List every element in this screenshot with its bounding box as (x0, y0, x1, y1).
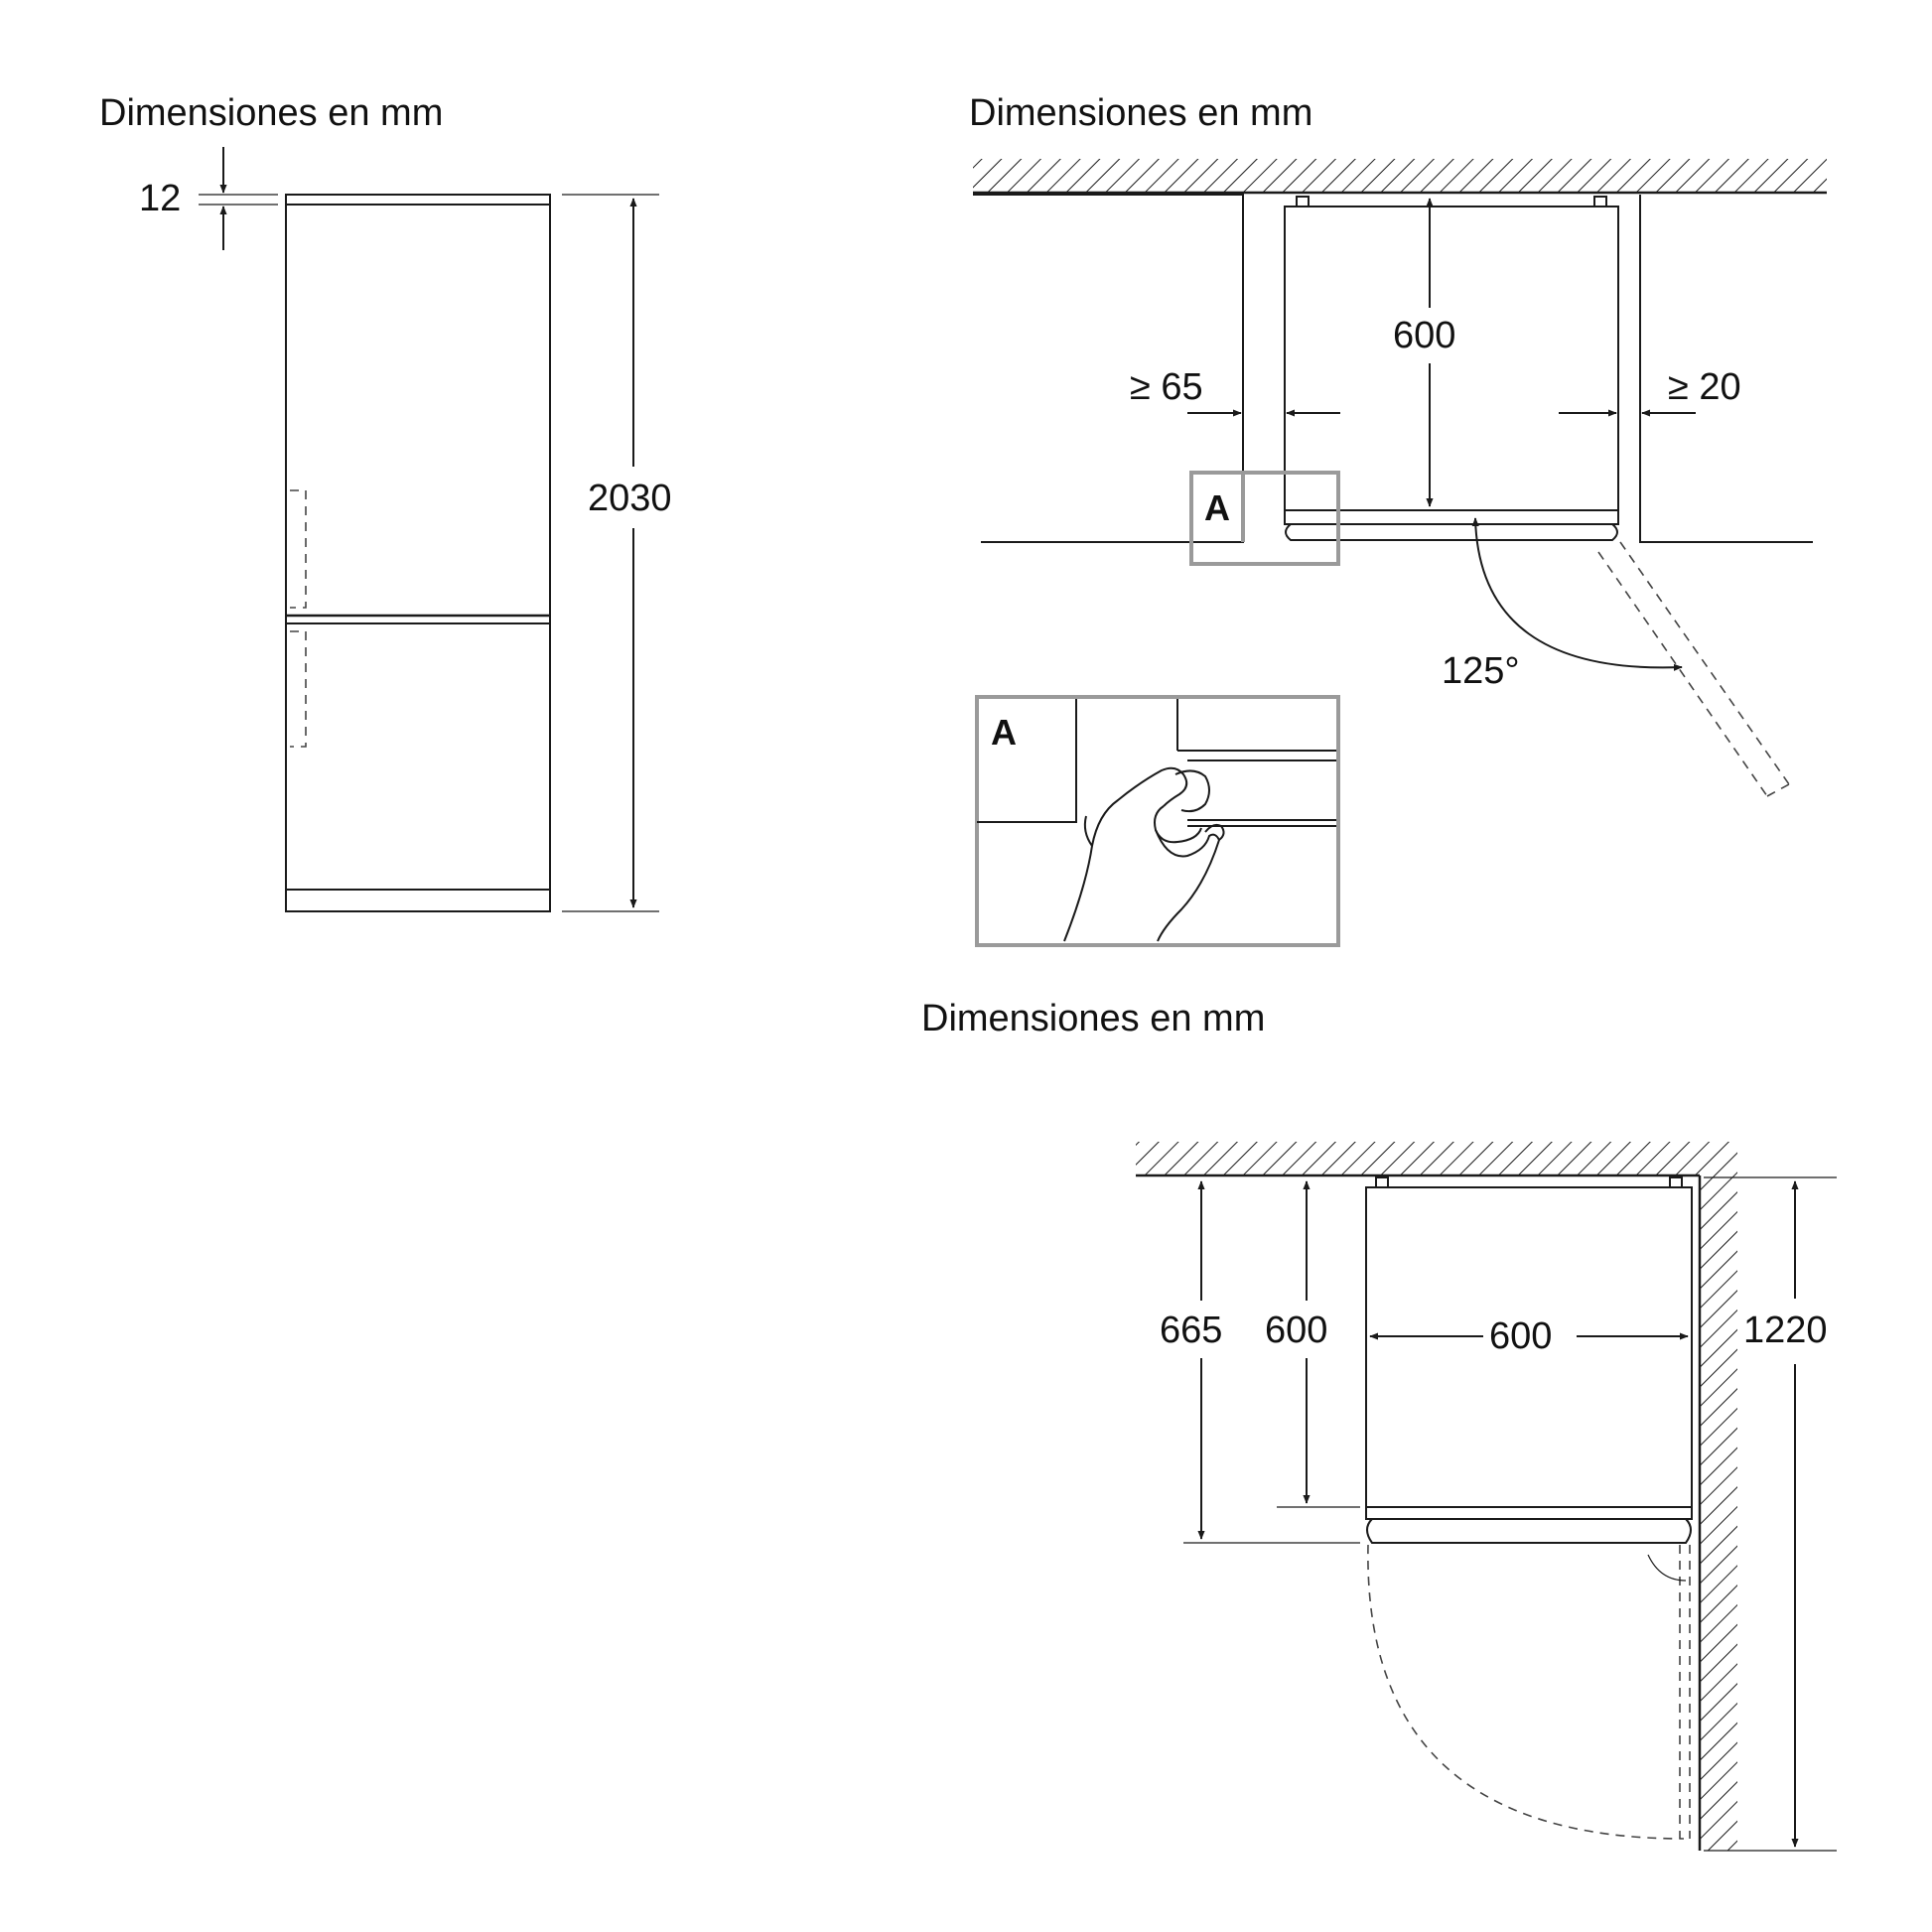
width-dimension: 600 (1369, 1315, 1689, 1357)
hand-icon (1063, 766, 1225, 942)
top-gap-label: 12 (139, 178, 181, 219)
detail-a-label: A (991, 712, 1017, 753)
left-clearance-dimension: ≥ 65 (1130, 366, 1340, 417)
total-depth-dimension: 665 (1160, 1180, 1360, 1544)
callout-a-box: A (1189, 471, 1340, 566)
body-depth-dimension: 600 (1265, 1180, 1360, 1508)
left-clearance-label: ≥ 65 (1130, 366, 1203, 408)
door-handles (290, 489, 307, 748)
door-sweep-dimension: 1220 (1704, 1176, 1837, 1852)
fridge-plan-outline (1284, 196, 1619, 541)
left-cabinet (973, 194, 1244, 543)
door-sweep-label: 1220 (1743, 1310, 1828, 1351)
door-angle-dimension: 125° (1442, 517, 1683, 692)
body-depth-label: 600 (1265, 1310, 1327, 1351)
front-view-title: Dimensiones en mm (99, 92, 443, 134)
height-label: 2030 (588, 478, 672, 519)
callout-a-label: A (1204, 487, 1230, 528)
fridge-corner-outline (1365, 1176, 1693, 1544)
width-label: 600 (1489, 1315, 1552, 1357)
door-angle-label: 125° (1442, 650, 1520, 692)
fridge-front-outline (285, 194, 551, 912)
height-dimension: 2030 (562, 194, 672, 912)
opened-door (1597, 541, 1790, 797)
front-view-panel: Dimensiones en mm 12 2030 (99, 92, 672, 912)
top-gap-dimension: 12 (139, 147, 278, 250)
side-wall (1698, 1175, 1737, 1851)
plan-view-title: Dimensiones en mm (969, 92, 1312, 134)
door-sweep-arc (1367, 1544, 1691, 1840)
depth-label: 600 (1393, 315, 1455, 356)
ceiling-wall (973, 159, 1827, 195)
back-wall (1136, 1142, 1737, 1177)
depth-dimension: 600 (1393, 198, 1455, 507)
total-depth-label: 665 (1160, 1310, 1222, 1351)
right-clearance-label: ≥ 20 (1668, 366, 1741, 408)
right-clearance-dimension: ≥ 20 (1559, 366, 1741, 417)
detail-a-inset: A (975, 695, 1340, 947)
corner-plan-title: Dimensiones en mm (921, 998, 1265, 1039)
corner-plan-panel: Dimensiones en mm 665 (921, 998, 1837, 1852)
plan-view-panel: Dimensiones en mm 600 (969, 92, 1827, 947)
